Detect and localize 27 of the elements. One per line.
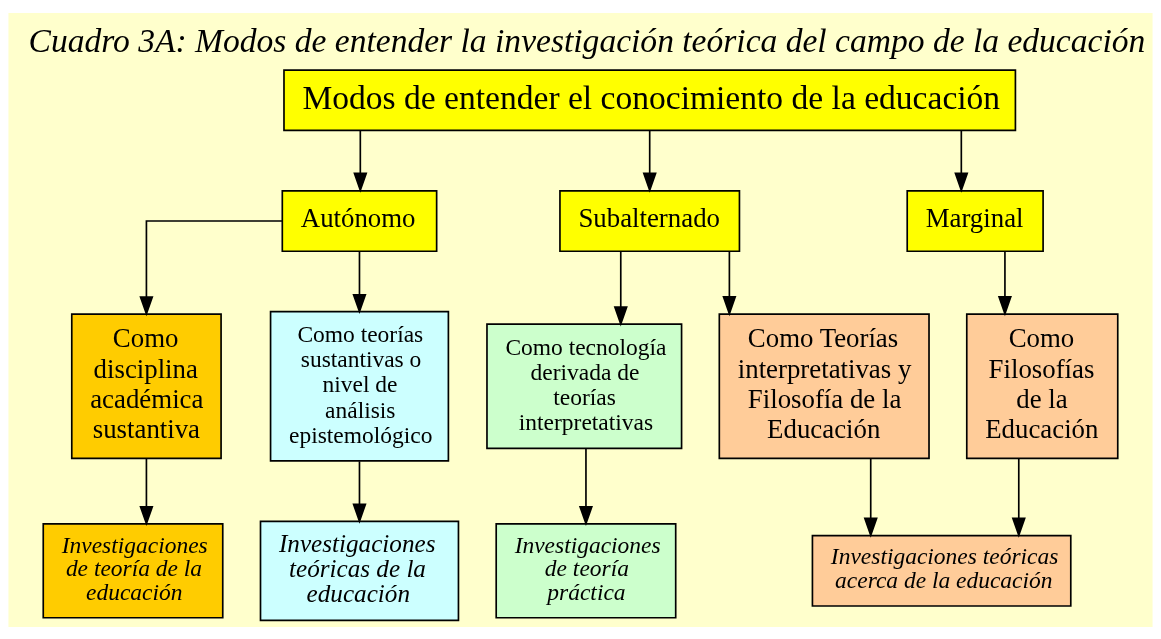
node-box: Como Teorías interpretativas y Filosofía de la Educación	[718, 312, 930, 459]
node-box: Autónomo	[281, 189, 438, 252]
node-box: Investigaciones teóricas acerca de la educación	[811, 534, 1072, 607]
arrow	[954, 129, 969, 193]
arrow	[613, 250, 628, 327]
node-box: Investigaciones teóricas de la educación	[259, 519, 460, 621]
arrow	[352, 460, 367, 524]
arrow	[353, 129, 368, 193]
node-box: Investigaciones de teoría práctica	[495, 522, 677, 619]
node-box: Marginal	[906, 189, 1044, 252]
arrow	[997, 250, 1012, 316]
arrow	[863, 457, 878, 538]
arrow	[642, 129, 657, 193]
node-box: Modos de entender el conocimiento de la educación	[283, 68, 1017, 131]
arrow	[352, 250, 367, 314]
arrow	[578, 447, 593, 526]
node-box: Como disciplina académica sustantiva	[70, 312, 222, 459]
arrow	[139, 219, 283, 316]
node-box: Investigaciones de teoría de la educación	[42, 522, 224, 619]
node-box: Como teorías sustantivas o nivel de análisis epistemológico	[269, 310, 450, 462]
arrow	[722, 250, 737, 316]
arrow	[139, 457, 154, 526]
arrow	[1011, 457, 1026, 538]
diagram-title: Cuadro 3A: Modos de entender la investigación teórica del campo de la educación	[28, 21, 1146, 59]
node-box: Subalternado	[559, 189, 741, 252]
node-box: Como Filosofías de la Educación	[965, 312, 1119, 459]
node-box: Como tecnología derivada de teorías interpretativas	[486, 322, 683, 449]
